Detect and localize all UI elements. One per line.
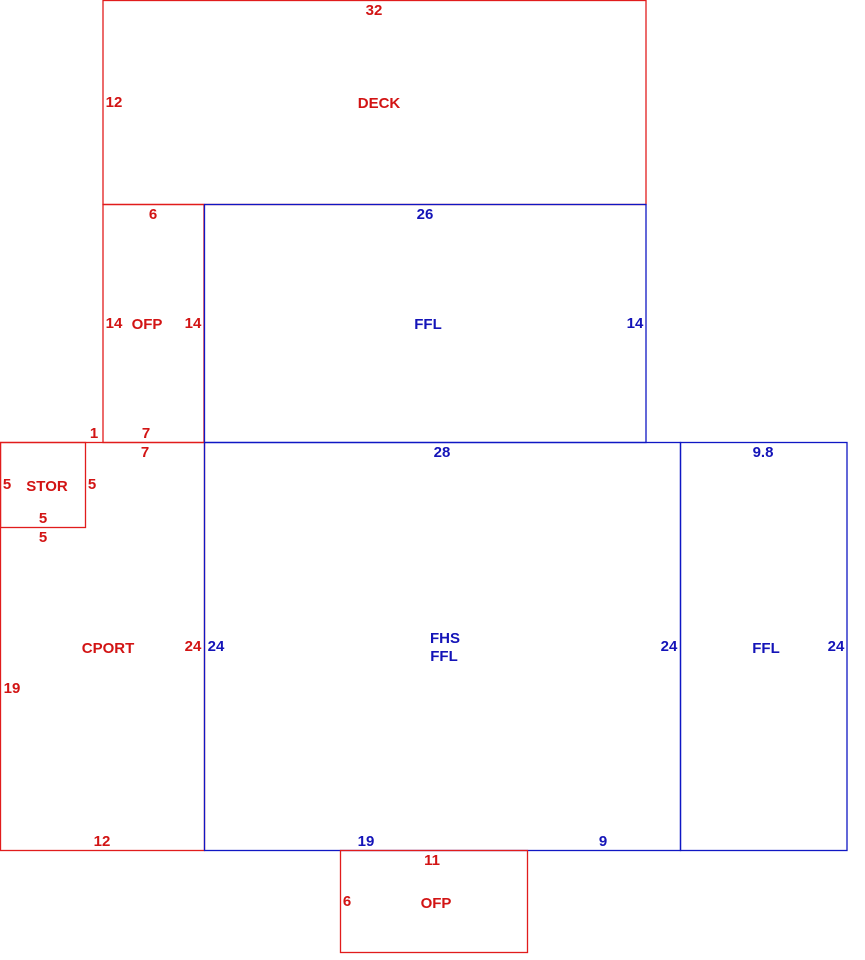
ffl-upper-dim-top: 26 [417, 206, 434, 223]
cport-dim-left: 19 [4, 680, 21, 697]
main-dim-bottom-right: 9 [599, 833, 607, 850]
ofp-upper-dim-bottom: 7 [142, 425, 150, 442]
stor-dim-right: 5 [88, 476, 96, 493]
ffl-upper-area: FFL 26 14 [203, 203, 647, 444]
cport-dim-top: 7 [141, 444, 149, 461]
ofp-lower-dim-left: 6 [343, 893, 351, 910]
ofp-upper-label: OFP [132, 316, 163, 333]
ffl-upper-dim-right: 14 [627, 315, 644, 332]
main-dim-bottom-left: 19 [358, 833, 375, 850]
cport-label: CPORT [82, 640, 135, 657]
ffl-right-dim-top: 9.8 [753, 444, 774, 461]
main-dim-right: 24 [661, 638, 678, 655]
main-living-area: FHS FFL 28 24 24 19 9 [203, 441, 682, 852]
ffl-upper-label: FFL [414, 316, 442, 333]
ofp-upper-area: OFP 6 14 14 7 [102, 203, 205, 444]
ofp-upper-dim-top: 6 [149, 206, 157, 223]
cport-area: CPORT 7 5 19 24 12 [0, 441, 206, 852]
ofp-lower-label: OFP [421, 895, 452, 912]
ffl-right-area: FFL 9.8 24 [679, 441, 848, 852]
stor-label: STOR [26, 478, 68, 495]
stor-dim-bottom: 5 [39, 510, 47, 527]
deck-area: DECK 32 12 [102, 0, 647, 206]
main-dim-top: 28 [434, 444, 451, 461]
cport-dim-top-inner: 5 [39, 529, 47, 546]
stor-area: STOR 5 5 5 1 [0, 425, 98, 529]
ofp-lower-dim-top: 11 [424, 852, 440, 869]
stor-dim-corner: 1 [90, 425, 98, 442]
ofp-upper-dim-right: 14 [185, 315, 202, 332]
deck-dim-left: 12 [106, 94, 123, 111]
cport-dim-bottom: 12 [94, 833, 111, 850]
ffl-right-outline [679, 441, 848, 852]
stor-dim-left: 5 [3, 476, 11, 493]
ffl-right-label: FFL [752, 640, 780, 657]
deck-dim-top: 32 [366, 2, 383, 19]
stor-outline [0, 441, 87, 529]
main-label-line2: FFL [430, 648, 458, 665]
ffl-right-dim-right: 24 [828, 638, 845, 655]
ofp-upper-dim-left: 14 [106, 315, 123, 332]
ofp-lower-area: OFP 11 6 [339, 849, 529, 954]
deck-label: DECK [358, 95, 401, 112]
main-label-line1: FHS [430, 630, 460, 647]
cport-dim-right: 24 [185, 638, 202, 655]
ofp-lower-outline [339, 849, 529, 954]
main-dim-left: 24 [208, 638, 225, 655]
